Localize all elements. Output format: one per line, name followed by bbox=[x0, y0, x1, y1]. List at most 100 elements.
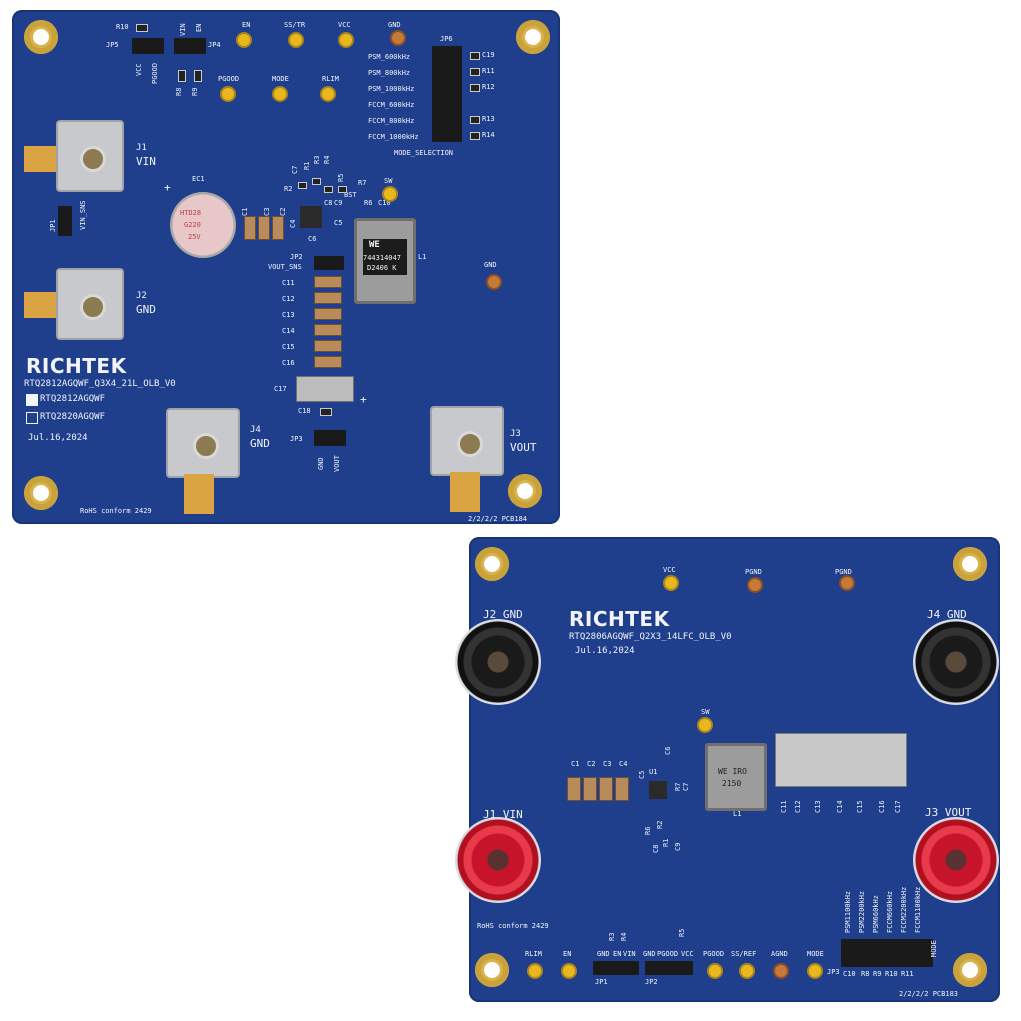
test-point-ss-tr[interactable] bbox=[290, 34, 302, 46]
test-point-sw[interactable] bbox=[384, 188, 396, 200]
test-point-pgood[interactable] bbox=[222, 88, 234, 100]
j4-label: J4 GND bbox=[927, 608, 967, 621]
out-cap-label: C17 bbox=[894, 800, 902, 813]
mode-label: MODE bbox=[930, 940, 938, 957]
capacitor bbox=[314, 340, 342, 352]
test-point-gnd[interactable] bbox=[392, 32, 404, 44]
refdes-r2: R2 bbox=[656, 820, 664, 829]
capacitor bbox=[314, 308, 342, 320]
test-point-rlim[interactable] bbox=[529, 965, 541, 977]
refdes-r4: R4 bbox=[620, 932, 628, 941]
jp1-label: JP1 bbox=[49, 219, 57, 232]
tp-label: MODE bbox=[807, 950, 824, 958]
tp-label-pgnd: PGND bbox=[835, 568, 852, 576]
test-point-en[interactable] bbox=[563, 965, 575, 977]
board-name: RTQ2812AGQWF_Q3X4_21L_OLB_V0 bbox=[24, 379, 176, 389]
test-point-vcc[interactable] bbox=[665, 577, 677, 589]
refdes-r1: R1 bbox=[303, 161, 311, 170]
pcb-id: 2/2/2/2 PCB184 bbox=[468, 515, 528, 523]
mode-selection-header-jp6[interactable] bbox=[432, 46, 462, 142]
refdes-c1: C1 bbox=[571, 760, 580, 768]
resistor bbox=[178, 70, 186, 82]
jp2-label: JP2 bbox=[645, 978, 658, 986]
test-point-pgnd[interactable] bbox=[841, 577, 853, 589]
jumper-header-jp2[interactable] bbox=[645, 961, 693, 975]
jp3-label: JP3 bbox=[827, 968, 840, 976]
capacitor bbox=[615, 777, 629, 801]
mounting-hole bbox=[516, 20, 550, 54]
test-point-pgood[interactable] bbox=[709, 965, 721, 977]
test-point-pgnd[interactable] bbox=[749, 579, 761, 591]
test-point-mode[interactable] bbox=[274, 88, 286, 100]
variant-checkbox-checked bbox=[26, 394, 38, 406]
ec1-marking: 25V bbox=[188, 233, 201, 241]
jumper-header-jp5[interactable] bbox=[132, 38, 164, 54]
ec1-marking: G220 bbox=[184, 221, 201, 229]
test-point-ss-ref[interactable] bbox=[741, 965, 753, 977]
test-point-gnd-right[interactable] bbox=[488, 276, 500, 288]
tp-label-en: EN bbox=[242, 21, 251, 29]
terminal-j4[interactable] bbox=[166, 408, 240, 478]
test-point-sw[interactable] bbox=[699, 719, 711, 731]
mounting-hole bbox=[953, 547, 987, 581]
tp-label-pgood: PGOOD bbox=[218, 75, 240, 83]
refdes-c9: C9 bbox=[334, 199, 343, 207]
tp-label-ss-tr: SS/TR bbox=[284, 21, 306, 29]
capacitor bbox=[583, 777, 597, 801]
mode-option: PSM_800kHz bbox=[368, 69, 411, 77]
resistor bbox=[470, 52, 480, 60]
jumper-header-jp2[interactable] bbox=[314, 256, 344, 270]
refdes-bst: BST bbox=[344, 191, 357, 199]
test-point-vcc[interactable] bbox=[340, 34, 352, 46]
jumper-header-jp4[interactable] bbox=[174, 38, 206, 54]
capacitor bbox=[244, 216, 256, 240]
resistor bbox=[338, 186, 347, 193]
test-point-en[interactable] bbox=[238, 34, 250, 46]
inductor-value: 2150 bbox=[722, 779, 742, 788]
resistor bbox=[470, 84, 480, 92]
binding-post-j3-vout[interactable] bbox=[913, 817, 999, 903]
terminal-j3[interactable] bbox=[430, 406, 504, 476]
jumper-header-jp3[interactable] bbox=[314, 430, 346, 446]
j3-refdes: J3 bbox=[510, 429, 521, 439]
test-point-agnd[interactable] bbox=[775, 965, 787, 977]
mounting-hole bbox=[475, 953, 509, 987]
binding-post-j1-vin[interactable] bbox=[455, 817, 541, 903]
refdes-c7: C7 bbox=[682, 782, 690, 791]
test-point-rlim[interactable] bbox=[322, 88, 334, 100]
resistor bbox=[194, 70, 202, 82]
binding-post-j2-gnd[interactable] bbox=[455, 619, 541, 705]
jp1-label: JP1 bbox=[595, 978, 608, 986]
jumper-header-jp1[interactable] bbox=[58, 206, 72, 236]
jp2-label: JP2 bbox=[290, 253, 303, 261]
out-cap-label: C12 bbox=[794, 800, 802, 813]
refdes-c8: C8 bbox=[652, 844, 660, 853]
plus-mark: + bbox=[360, 393, 367, 406]
bottom-res-label: R10 bbox=[885, 970, 898, 978]
refdes-c18: C18 bbox=[298, 407, 311, 415]
test-point-mode[interactable] bbox=[809, 965, 821, 977]
resistor bbox=[312, 178, 321, 185]
cap-label: C14 bbox=[282, 327, 295, 335]
terminal-j2[interactable] bbox=[56, 268, 124, 340]
mode-option: PSM1100kHz bbox=[844, 890, 852, 933]
cap-label: C13 bbox=[282, 311, 295, 319]
refdes-r8: R8 bbox=[175, 87, 183, 96]
jumper-header-jp1[interactable] bbox=[593, 961, 639, 975]
refdes-c5: C5 bbox=[334, 219, 343, 227]
terminal-j1[interactable] bbox=[56, 120, 124, 192]
tp-label-gnd: GND bbox=[388, 21, 401, 29]
jp2-pin-label: PGOOD bbox=[657, 950, 679, 958]
j1-refdes: J1 bbox=[136, 143, 147, 153]
tp-label: AGND bbox=[771, 950, 788, 958]
capacitor bbox=[314, 324, 342, 336]
binding-post-j4-gnd[interactable] bbox=[913, 619, 999, 705]
jp4-label: JP4 bbox=[208, 41, 221, 49]
resistor bbox=[298, 182, 307, 189]
capacitor bbox=[599, 777, 613, 801]
polymer-capacitor-c17 bbox=[296, 376, 354, 402]
mode-option: FCCM660kHz bbox=[886, 890, 894, 933]
mounting-hole bbox=[24, 476, 58, 510]
refdes-r13: R13 bbox=[482, 115, 495, 123]
mode-selection-header-jp3[interactable] bbox=[841, 939, 933, 967]
